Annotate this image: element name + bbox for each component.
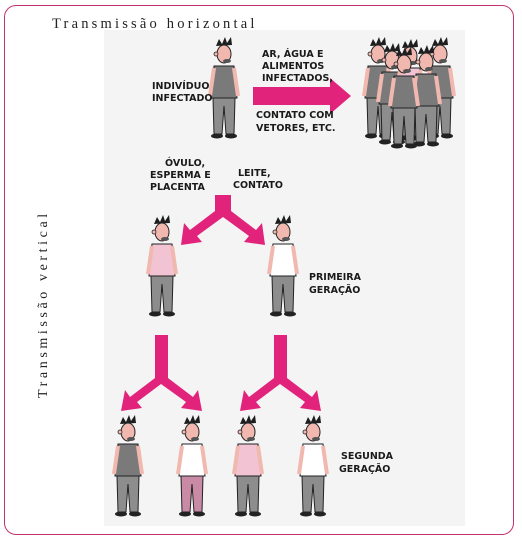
- first-generation-label: PRIMEIRA GERAÇÃO: [309, 272, 364, 296]
- frame-border: [4, 5, 514, 535]
- vector-contact-label: CONTATO COM VETORES, ETC.: [256, 110, 337, 134]
- first-generation-figure-left: [146, 213, 178, 319]
- infected-individual-label: INDIVÍDUO INFECTADO: [152, 80, 213, 104]
- first-generation-figure-right: [267, 213, 299, 319]
- horizontal-transmission-title: Transmissão horizontal: [52, 16, 258, 32]
- milk-contact-label: LEITE, CONTATO: [233, 168, 283, 191]
- infected-crowd: [362, 35, 456, 151]
- second-generation-figure-2: [176, 413, 208, 519]
- second-generation-figure-4: [297, 413, 329, 519]
- bottom-right-split-arrow: [240, 335, 321, 411]
- second-generation-figure-1: [112, 413, 144, 519]
- second-generation-figure-3: [232, 413, 264, 519]
- top-split-arrow: [181, 195, 265, 245]
- infected-individual-figure: [208, 35, 240, 141]
- bottom-left-split-arrow: [121, 335, 202, 411]
- ovule-sperm-placenta-label: ÓVULO, ESPERMA E PLACENTA: [150, 157, 214, 193]
- air-water-food-label: AR, ÁGUA E ALIMENTOS INFECTADOS,: [262, 48, 333, 84]
- second-generation-label: SEGUNDA GERAÇÃO: [339, 451, 396, 475]
- horizontal-arrow: [253, 78, 351, 114]
